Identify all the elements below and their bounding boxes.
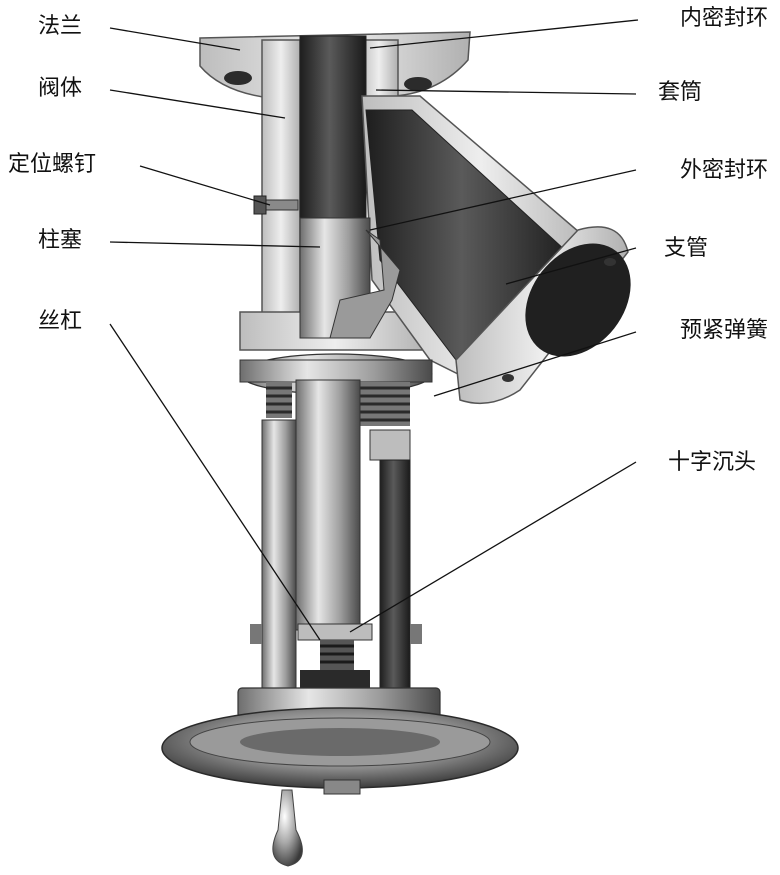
label-valve-body: 阀体 [38, 76, 83, 101]
yoke-columns [250, 379, 422, 693]
label-sleeve: 套筒 [657, 80, 702, 105]
label-inner-seal-ring: 内密封环 [679, 6, 768, 31]
handwheel [161, 707, 519, 795]
handle-knob [272, 789, 303, 867]
label-plunger: 柱塞 [38, 228, 83, 253]
plunger [299, 217, 401, 339]
sleeve [299, 35, 367, 223]
label-preload-spring: 预紧弹簧 [679, 318, 768, 343]
leader-lines [109, 19, 639, 641]
label-outer-seal-ring: 外密封环 [679, 158, 768, 183]
label-positioning-screw: 定位螺钉 [8, 152, 97, 177]
label-cross-countersink: 十字沉头 [667, 450, 756, 475]
label-lead-screw: 丝杠 [38, 309, 83, 334]
label-branch-pipe: 支管 [663, 236, 708, 261]
label-flange: 法兰 [38, 14, 83, 39]
branch-pipe [361, 95, 631, 405]
preload-spring [266, 382, 411, 461]
lead-screw [297, 623, 373, 692]
